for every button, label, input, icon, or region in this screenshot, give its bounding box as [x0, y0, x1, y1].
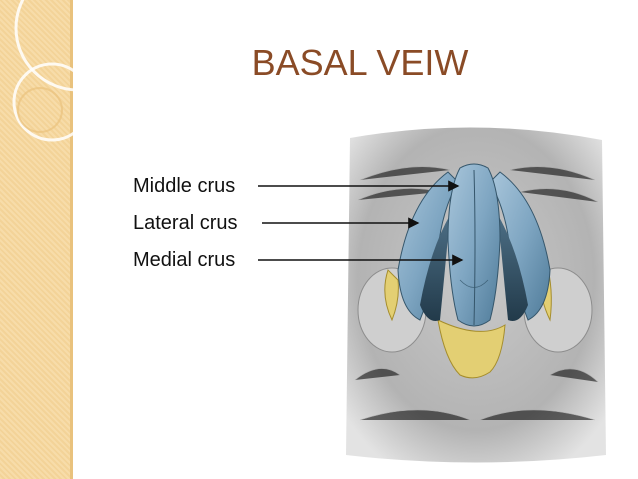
- right-nostril: [498, 215, 528, 321]
- skin-texture: [354, 166, 599, 421]
- decorative-side-band: [0, 0, 70, 479]
- left-nostril: [420, 215, 450, 321]
- side-band-edge: [70, 0, 73, 479]
- fatty-tissue-center: [437, 319, 506, 379]
- label-lateral-crus: Lateral crus: [133, 212, 238, 234]
- label-medial-crus: Medial crus: [133, 249, 236, 271]
- medial-crura: [447, 163, 501, 327]
- slide-title: BASAL VEIW: [251, 42, 469, 83]
- columella-midline: [473, 169, 476, 326]
- nasal-basal-view-illustration: [346, 127, 606, 463]
- label-middle-crus: Middle crus: [133, 175, 236, 197]
- fatty-tissue-left: [384, 269, 399, 322]
- decorative-circles: [12, 0, 120, 142]
- right-lateral-crus: [489, 171, 551, 321]
